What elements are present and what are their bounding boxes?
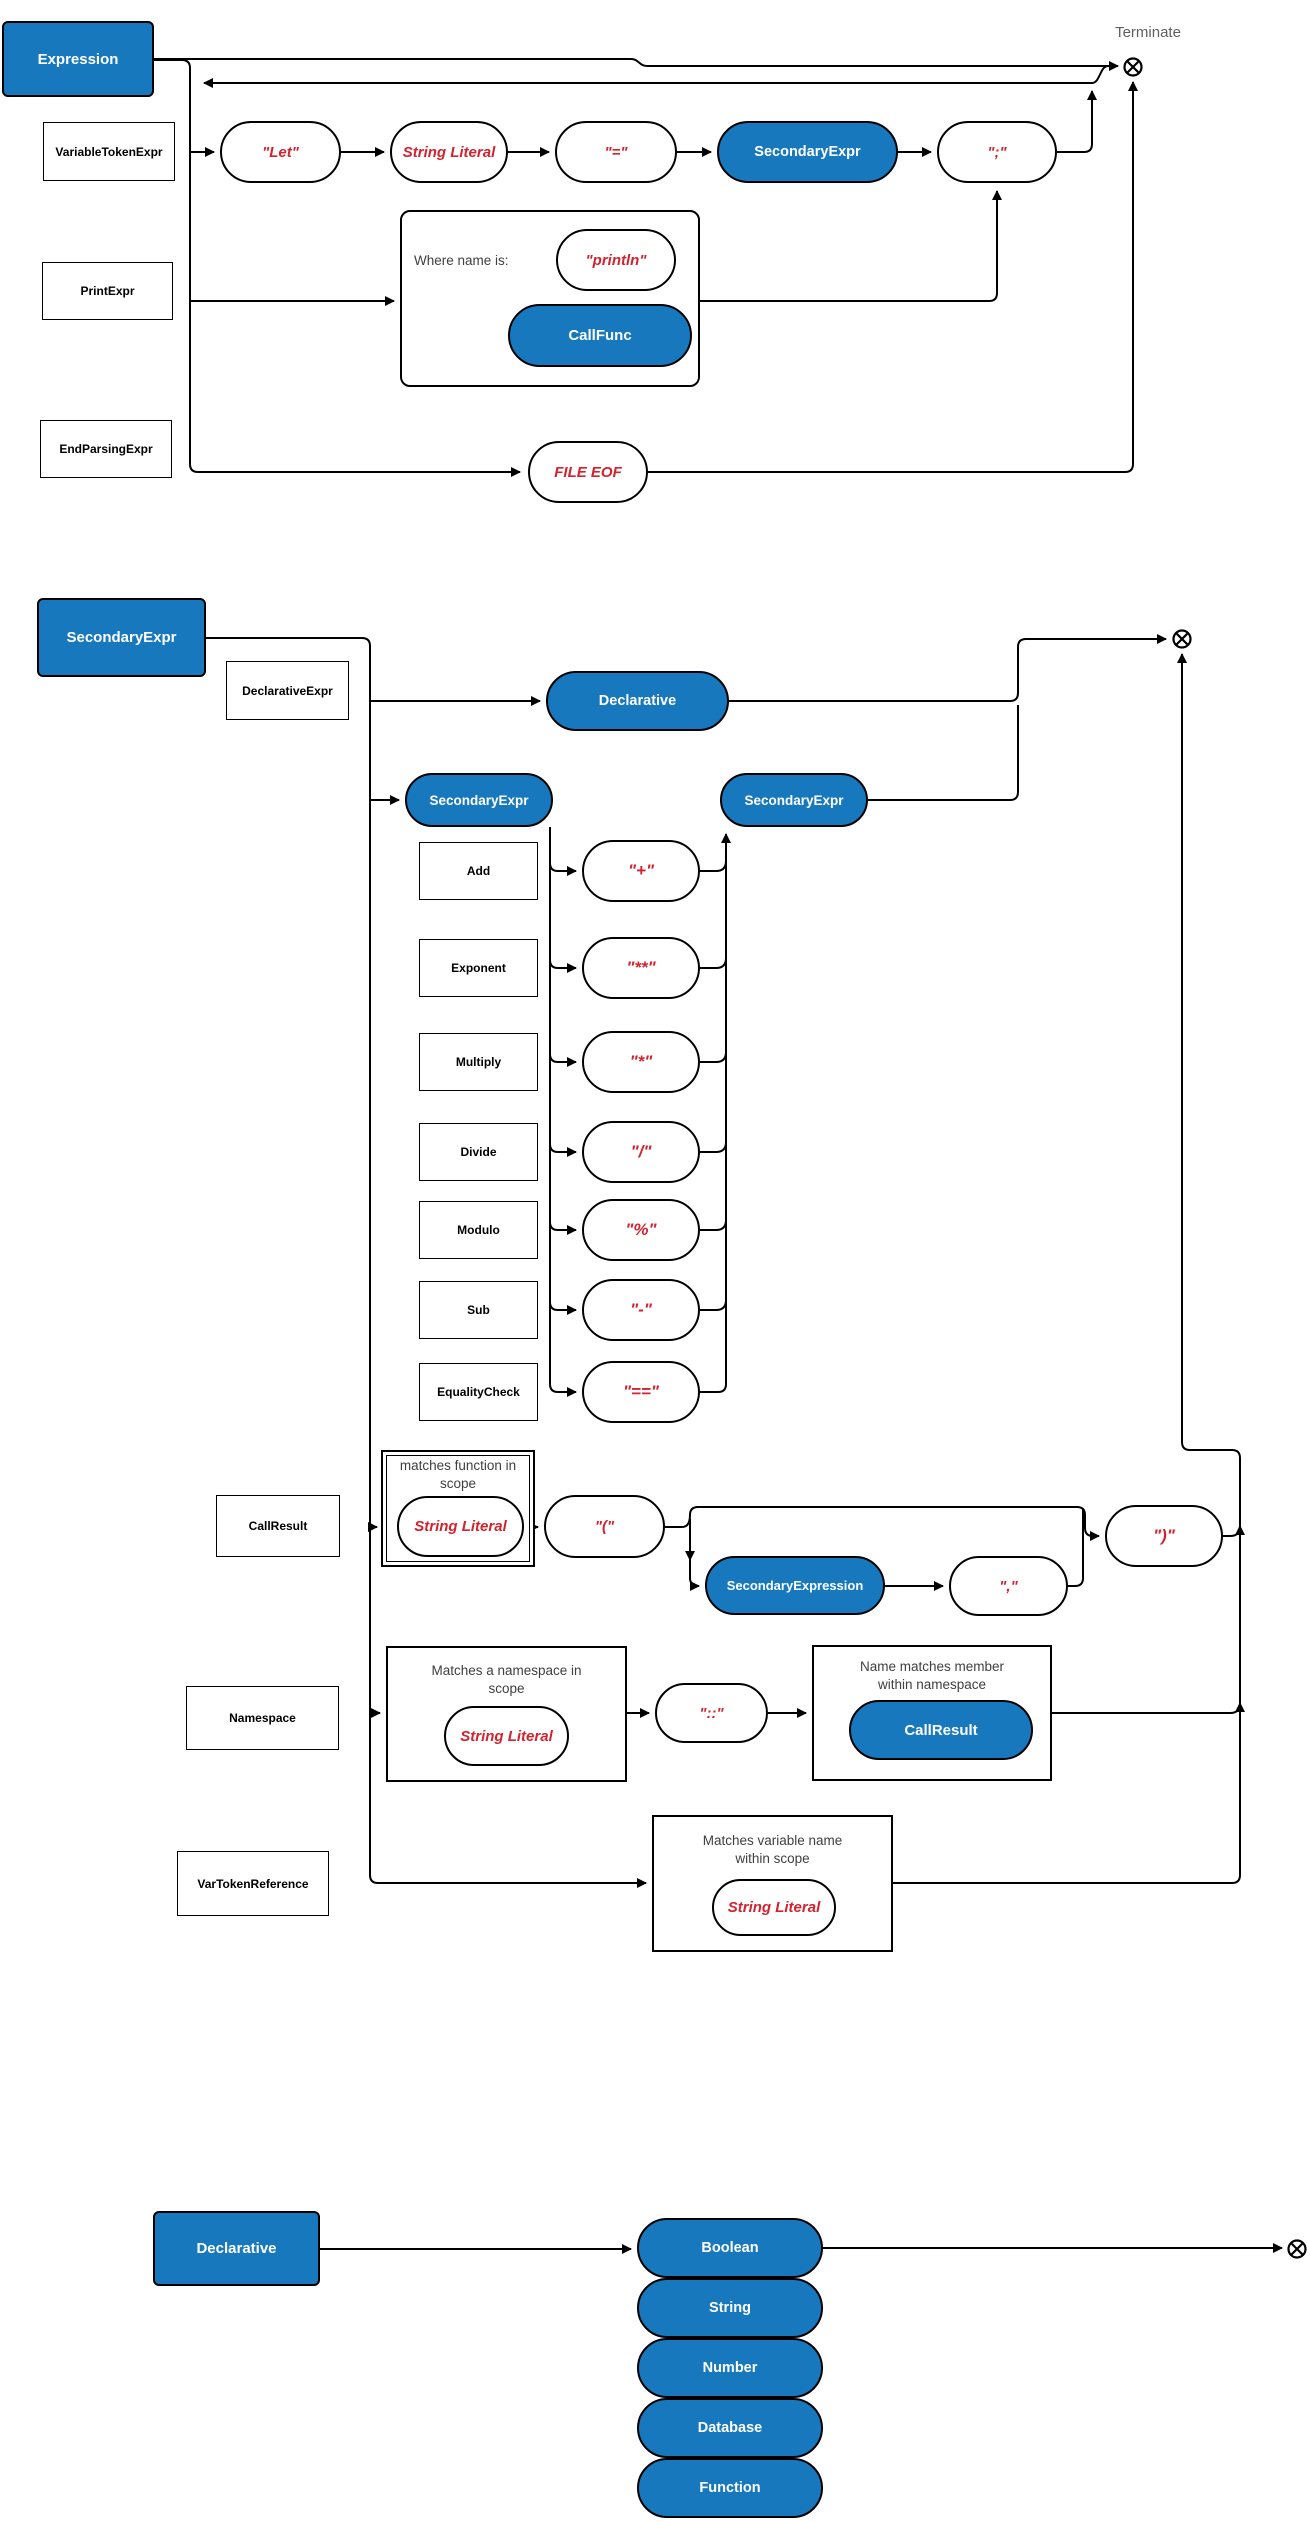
where-name-caption: Where name is: <box>414 253 509 268</box>
declarative-rule-box: Declarative <box>153 2211 320 2286</box>
divide-label: Divide <box>419 1123 538 1181</box>
open-paren-oval: "(" <box>544 1495 665 1558</box>
matches-variable-caption: Matches variable name within scope <box>702 1833 843 1866</box>
secondaryexpr-left-pill: SecondaryExpr <box>405 773 553 827</box>
file-eof-oval: FILE EOF <box>528 441 648 503</box>
function-type-pill: Function <box>637 2458 823 2518</box>
terminator-icon <box>1123 57 1143 77</box>
sub-label: Sub <box>419 1281 538 1339</box>
callresult-label: CallResult <box>216 1495 340 1557</box>
equalitycheck-token-oval: "==" <box>582 1361 700 1423</box>
matches-function-caption: matches function in scope <box>399 1458 517 1491</box>
add-token-oval: "+" <box>582 840 700 902</box>
boolean-type-pill: Boolean <box>637 2218 823 2278</box>
terminator-icon <box>1287 2239 1307 2259</box>
equals-token-oval: "=" <box>555 121 677 183</box>
member-name-caption: Name matches member within namespace <box>859 1659 1005 1692</box>
printexpr-label: PrintExpr <box>42 262 173 320</box>
declarative-ref-pill: Declarative <box>546 671 729 731</box>
divide-token-oval: "/" <box>582 1121 700 1183</box>
add-label: Add <box>419 842 538 900</box>
modulo-token-oval: "%" <box>582 1199 700 1261</box>
secondaryexpr-right-pill: SecondaryExpr <box>720 773 868 827</box>
vartokenreference-label: VarTokenReference <box>177 1851 329 1916</box>
exponent-label: Exponent <box>419 939 538 997</box>
declarativeexpr-label: DeclarativeExpr <box>226 661 349 720</box>
multiply-token-oval: "*" <box>582 1031 700 1093</box>
callfunc-ref-pill: CallFunc <box>508 304 692 367</box>
close-paren-oval: ")" <box>1105 1505 1223 1567</box>
callresult-ref-pill: CallResult <box>849 1700 1033 1760</box>
matches-namespace-caption: Matches a namespace in scope <box>431 1663 582 1696</box>
terminate-label: Terminate <box>1115 24 1181 41</box>
database-type-pill: Database <box>637 2398 823 2458</box>
secondaryexpr-rule-box: SecondaryExpr <box>37 598 206 677</box>
sub-token-oval: "-" <box>582 1279 700 1341</box>
multiply-label: Multiply <box>419 1033 538 1091</box>
secondaryexpr-ref-pill: SecondaryExpr <box>717 121 898 183</box>
equalitycheck-label: EqualityCheck <box>419 1363 538 1421</box>
exponent-token-oval: "**" <box>582 937 700 999</box>
println-token-oval: "println" <box>556 229 676 291</box>
semicolon-token-oval: ";" <box>937 121 1057 183</box>
comma-token-oval: "," <box>949 1556 1068 1616</box>
callresult-string-literal-oval: String Literal <box>397 1496 524 1557</box>
double-colon-token-oval: "::" <box>655 1683 768 1743</box>
string-type-pill: String <box>637 2278 823 2338</box>
namespace-label: Namespace <box>186 1686 339 1750</box>
namespace-string-literal-oval: String Literal <box>444 1706 569 1766</box>
vartoken-string-literal-oval: String Literal <box>712 1879 836 1936</box>
terminator-icon <box>1172 629 1192 649</box>
number-type-pill: Number <box>637 2338 823 2398</box>
modulo-label: Modulo <box>419 1201 538 1259</box>
string-literal-oval: String Literal <box>390 121 508 183</box>
variabletokenexpr-label: VariableTokenExpr <box>43 122 175 181</box>
secondaryexpression-ref-pill: SecondaryExpression <box>705 1556 885 1615</box>
let-token-oval: "Let" <box>220 121 341 183</box>
expression-rule-box: Expression <box>2 21 154 97</box>
endparsingexpr-label: EndParsingExpr <box>40 420 172 478</box>
